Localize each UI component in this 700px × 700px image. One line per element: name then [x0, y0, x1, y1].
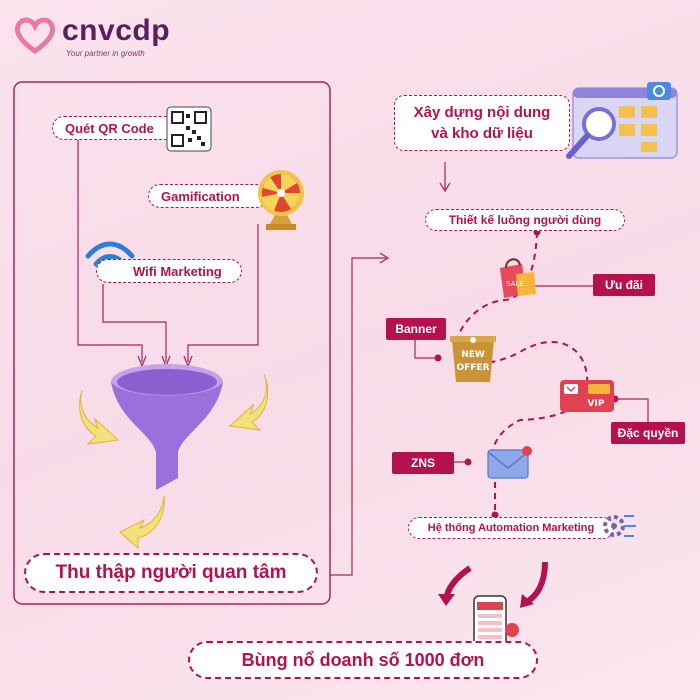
brand-tagline: Your partner in growth: [66, 49, 145, 58]
vip-text: VIP: [588, 399, 605, 409]
wifi-marketing-label: Wifi Marketing: [96, 259, 242, 283]
funnel-icon: [111, 364, 223, 490]
qr-code-label: Quét QR Code: [52, 116, 176, 140]
vip-card-icon: VIP: [560, 380, 614, 412]
offer-badge-text: OFFER: [456, 363, 489, 373]
yellow-arrow-left-icon: [79, 389, 120, 445]
offer-tag: Ưu đãi: [593, 274, 655, 296]
yellow-arrow-right-icon: [228, 373, 268, 431]
gamification-label: Gamification: [148, 184, 268, 208]
sale-bag-icon: SALE: [500, 258, 536, 298]
zns-tag: ZNS: [392, 452, 454, 474]
qr-code-icon: [166, 106, 212, 152]
prize-wheel-icon: [258, 170, 304, 230]
svg-text:SALE: SALE: [506, 280, 524, 288]
new-offer-badge-icon: NEW OFFER: [450, 336, 496, 382]
user-flow-label: Thiết kế luồng người dùng: [425, 209, 625, 231]
sales-result-label: Bùng nổ doanh số 1000 đơn: [188, 641, 538, 679]
exclusive-tag: Đặc quyền: [611, 422, 685, 444]
brand-name: cnvcdp: [62, 14, 171, 47]
envelope-icon: [487, 446, 532, 479]
data-dashboard-icon: [566, 82, 678, 159]
collect-leads-label: Thu thập người quan tâm: [24, 553, 318, 593]
content-data-box: Xây dựng nội dung và kho dữ liệu: [394, 95, 570, 151]
automation-gear-icon: [603, 515, 636, 537]
automation-label: Hệ thống Automation Marketing: [408, 517, 614, 539]
new-badge-text: NEW: [461, 350, 485, 360]
yellow-arrow-bottom-icon: [119, 495, 165, 550]
banner-tag: Banner: [386, 318, 446, 340]
brand-heart-icon: [15, 17, 55, 54]
